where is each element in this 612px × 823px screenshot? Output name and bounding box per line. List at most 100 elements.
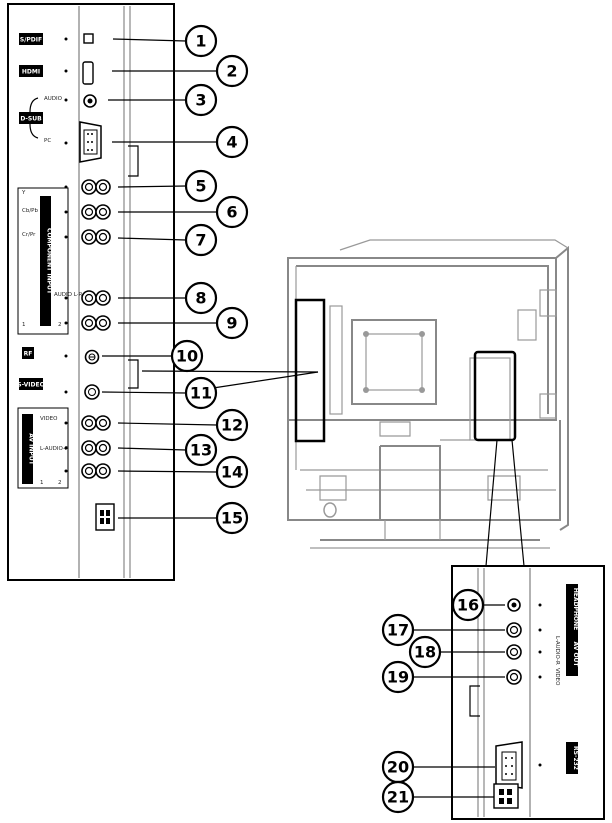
- svg-text:HEADPHONE: HEADPHONE: [572, 588, 579, 630]
- callout-7: 7: [117, 223, 218, 257]
- callout-number: 17: [387, 621, 409, 640]
- callout-11: 11: [101, 376, 218, 410]
- rca-jack: [95, 290, 111, 306]
- callout-15: 15: [118, 501, 249, 535]
- callout-number: 7: [195, 231, 206, 250]
- hdmi-port: [82, 61, 94, 85]
- callout-17: 17: [381, 613, 505, 647]
- right-rca-jacks: [506, 622, 522, 685]
- callout-8: 8: [118, 281, 218, 315]
- callout-number: 14: [221, 463, 243, 482]
- callout-13: 13: [117, 433, 218, 467]
- rf-connector: [84, 349, 100, 365]
- callout-1: 1: [112, 24, 218, 58]
- rca-jack: [81, 440, 97, 456]
- svg-text:D-SUB: D-SUB: [20, 116, 42, 123]
- svg-text:S/PDIF: S/PDIF: [20, 37, 42, 44]
- callout-number: 18: [414, 643, 436, 662]
- rca-jack: [95, 463, 111, 479]
- label-headphone: HEADPHONE: [566, 584, 579, 634]
- callout-16: 16: [451, 588, 505, 622]
- callout-5: 5: [117, 169, 218, 203]
- svg-text:VIDEO: VIDEO: [40, 416, 58, 422]
- callout-10: 10: [102, 339, 204, 373]
- label-hdmi: HDMI: [19, 65, 43, 77]
- callout-number: 5: [195, 177, 206, 196]
- svg-text:1: 1: [40, 480, 44, 486]
- label-dsub: D-SUB: [19, 97, 43, 139]
- rca-jack: [95, 415, 111, 431]
- spdif-port: [83, 33, 94, 44]
- callout-number: 4: [226, 133, 237, 152]
- callout-4: 4: [112, 125, 249, 159]
- rca-jack: [95, 315, 111, 331]
- svg-text:1: 1: [22, 322, 26, 328]
- rca-jack: [81, 179, 97, 195]
- svg-text:HDMI: HDMI: [22, 69, 40, 76]
- svg-text:Y: Y: [21, 190, 26, 196]
- label-rf: RF: [22, 347, 34, 359]
- label-pc: PC: [44, 138, 51, 144]
- rca-jack: [81, 204, 97, 220]
- svideo-connector: [84, 384, 100, 400]
- rca-jack: [81, 415, 97, 431]
- rca-jack: [506, 669, 522, 685]
- power-connector: [95, 503, 115, 531]
- audio-jack: [83, 94, 97, 108]
- rca-jack: [506, 622, 522, 638]
- callout-number: 15: [221, 509, 243, 528]
- rca-jack: [81, 290, 97, 306]
- label-audio: AUDIO: [44, 96, 63, 102]
- svg-text:L-AUDIO-R: L-AUDIO-R: [40, 446, 69, 452]
- label-rs232: RS-232: [566, 742, 579, 774]
- callout-18: 18: [408, 635, 505, 669]
- callout-number: 3: [195, 91, 206, 110]
- callout-number: 2: [226, 62, 237, 81]
- svg-text:AV INPUT: AV INPUT: [28, 433, 35, 465]
- side-panel-highlight: [294, 298, 326, 443]
- rca-jack: [95, 440, 111, 456]
- callout-number: 20: [387, 758, 409, 777]
- svg-text:RF: RF: [24, 351, 33, 358]
- callout-21: 21: [381, 780, 494, 814]
- callout-12: 12: [117, 408, 249, 442]
- callout-number: 12: [221, 416, 243, 435]
- rear-panel-highlight: [473, 350, 517, 442]
- svg-text:AV OUT: AV OUT: [572, 641, 579, 667]
- callout-number: 8: [195, 289, 206, 308]
- callout-number: 10: [176, 347, 198, 366]
- rs232-port: [495, 741, 523, 789]
- component-input-block: COMPONENT INPUT Y Cb/Pb Cr/Pr AUDIO L·R …: [17, 187, 83, 335]
- indicator-dots: [64, 37, 68, 473]
- svg-text:2: 2: [58, 322, 62, 328]
- svg-text:RS-232: RS-232: [572, 746, 579, 770]
- rca-jack: [95, 204, 111, 220]
- rca-jack: [81, 463, 97, 479]
- right-power-connector: [493, 783, 519, 809]
- svg-text:Cr/Pr: Cr/Pr: [22, 232, 36, 238]
- rca-jack: [95, 179, 111, 195]
- svg-text:2: 2: [58, 480, 62, 486]
- svg-text:AUDIO L·R: AUDIO L·R: [54, 292, 83, 298]
- callout-6: 6: [118, 195, 249, 229]
- rca-jack: [95, 229, 111, 245]
- callout-2: 2: [112, 54, 249, 88]
- callout-number: 21: [387, 788, 409, 807]
- callout-9: 9: [118, 306, 249, 340]
- callout-number: 1: [195, 32, 206, 51]
- tv-back-illustration: [287, 239, 569, 549]
- callout-number: 16: [457, 596, 479, 615]
- callout-number: 6: [226, 203, 237, 222]
- rca-jack: [81, 315, 97, 331]
- callout-number: 19: [387, 668, 409, 687]
- left-rca-jacks: [81, 179, 111, 479]
- callout-19: 19: [381, 660, 505, 694]
- callout-3: 3: [108, 83, 218, 117]
- label-svideo: S-VIDEO: [17, 378, 45, 390]
- callout-number: 9: [226, 314, 237, 333]
- label-video-out: VIDEO: [554, 668, 560, 686]
- dsub-port: [79, 121, 102, 163]
- callout-number: 11: [190, 384, 212, 403]
